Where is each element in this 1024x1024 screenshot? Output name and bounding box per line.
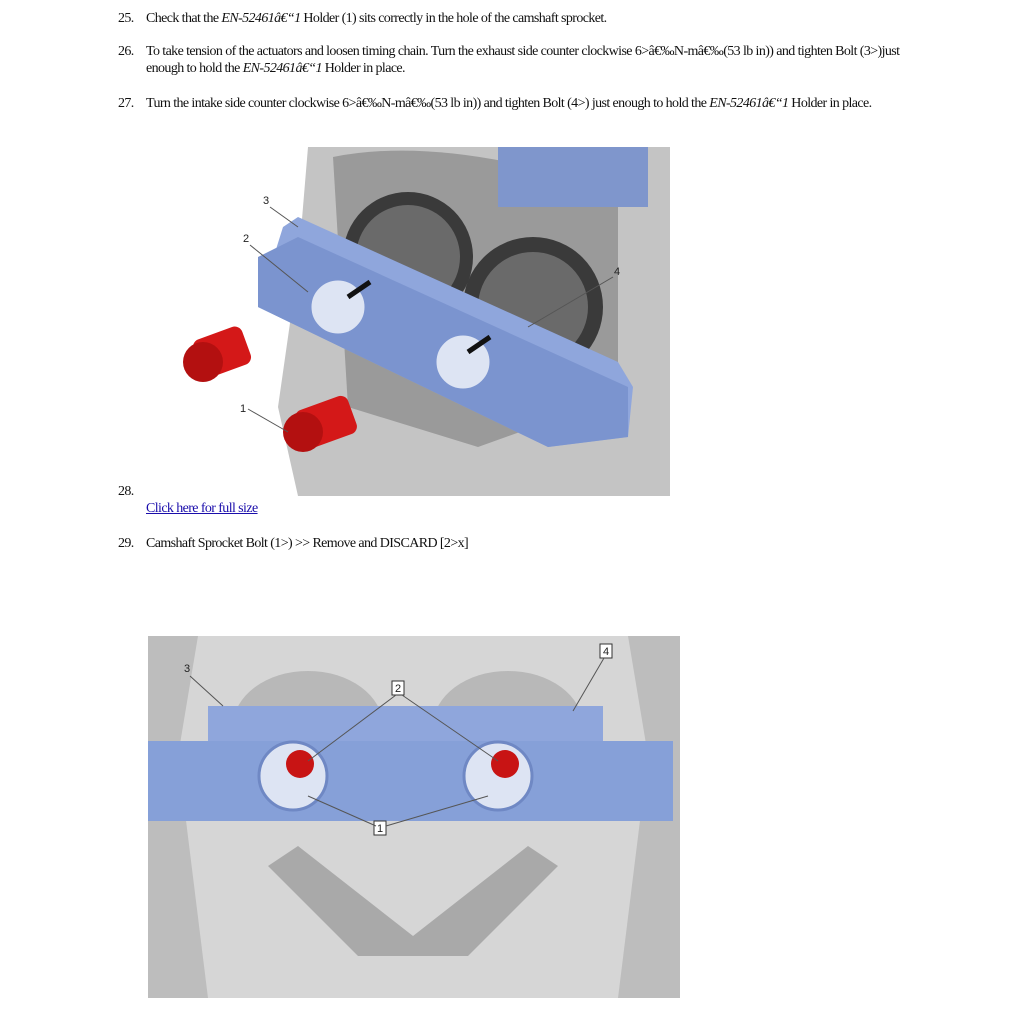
tool-name: EN-52461â€“1 xyxy=(709,96,789,111)
callout-label: 1 xyxy=(240,403,246,415)
step-text-pre: Turn the intake side counter clockwise 6… xyxy=(146,96,710,111)
illustration-svg: 3 2 4 1 xyxy=(183,147,670,496)
step-number: 27. xyxy=(118,96,134,111)
step-text-pre: Check that the xyxy=(146,11,222,26)
step-number: 25. xyxy=(118,11,134,26)
step-text-post: Holder in place. xyxy=(321,61,406,76)
red-bolt xyxy=(491,750,519,778)
callout-label: 3 xyxy=(184,663,190,675)
leader-line xyxy=(189,675,224,707)
leader-line xyxy=(269,206,299,228)
leader-line xyxy=(249,244,309,293)
tool-name: EN-52461â€“1 xyxy=(221,11,301,26)
step-text: Check that the EN-52461â€“1 Holder (1) s… xyxy=(146,10,926,27)
callout-label: 4 xyxy=(603,646,609,658)
leader-line xyxy=(247,408,289,433)
red-bolt xyxy=(286,750,314,778)
step-text-post: Holder (1) sits correctly in the hole of… xyxy=(300,11,607,26)
leader-line xyxy=(307,694,397,762)
callout-box xyxy=(391,680,405,696)
tool-name: EN-52461â€“1 xyxy=(242,61,323,76)
callout-label: 1 xyxy=(377,823,383,835)
callout-label: 2 xyxy=(395,683,401,695)
full-size-link[interactable]: Click here for full size xyxy=(146,501,258,516)
leader-line xyxy=(572,657,605,712)
leader-line xyxy=(401,694,499,762)
arrow-icon xyxy=(346,279,372,300)
callout-label: 3 xyxy=(263,195,269,207)
leader-line xyxy=(527,276,614,328)
illustration-svg: 3 2 4 1 xyxy=(148,636,680,998)
holder-tool xyxy=(148,741,673,821)
step-number: 29. xyxy=(118,536,134,551)
step-text: To take tension of the actuators and loo… xyxy=(146,43,926,77)
step-text-post: Holder in place. xyxy=(788,96,872,111)
step-text: Camshaft Sprocket Bolt (1>) >> Remove an… xyxy=(146,536,469,551)
timing-chain-guide xyxy=(268,846,558,956)
blue-bracket xyxy=(498,147,648,207)
callout-label: 2 xyxy=(243,233,249,245)
callout-box xyxy=(599,643,613,659)
step-text: Turn the intake side counter clockwise 6… xyxy=(146,95,926,112)
step-number: 28. xyxy=(118,484,134,499)
arrow-icon xyxy=(466,334,492,355)
red-bolt xyxy=(283,395,357,452)
callout-box xyxy=(373,820,387,836)
leader-line xyxy=(307,795,377,827)
holder-bore xyxy=(308,277,368,337)
red-bolt xyxy=(183,326,252,382)
step-number: 26. xyxy=(118,44,134,59)
sprocket-bolt-illustration: 3 2 4 1 xyxy=(148,636,680,998)
step-text-pre: To take tension of the actuators and loo… xyxy=(146,44,900,76)
holder-installation-illustration: 3 2 4 1 xyxy=(148,147,670,496)
callout-label: 4 xyxy=(614,266,620,278)
leader-line xyxy=(385,795,489,827)
